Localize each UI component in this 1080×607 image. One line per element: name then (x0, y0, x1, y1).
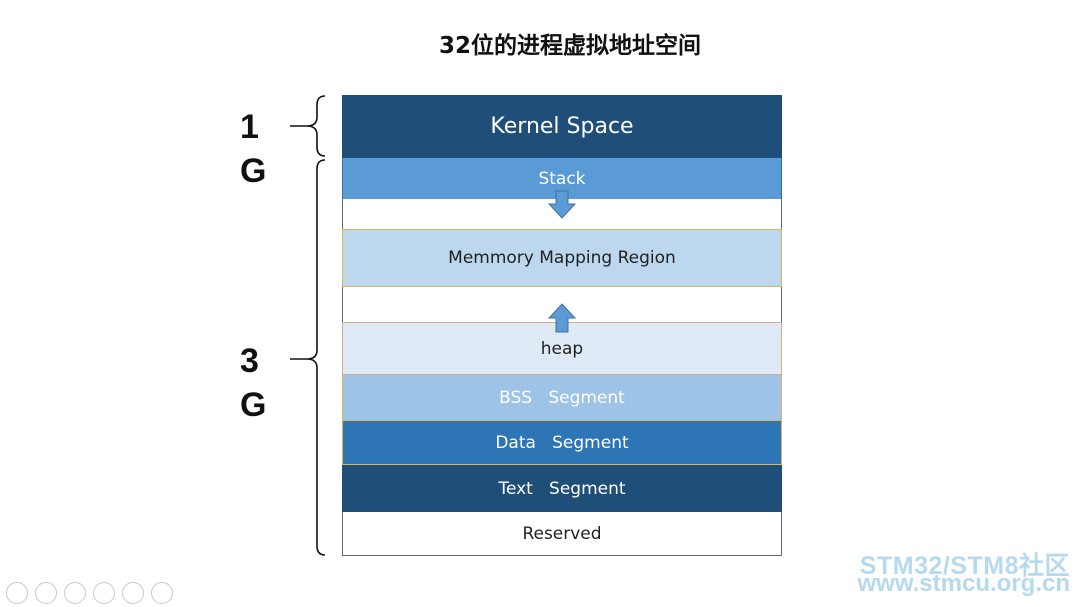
watermark-brand: STM32/STM8社区 (859, 552, 1070, 580)
pen-tool-icon[interactable] (64, 582, 86, 604)
watermark-url: www.stmcu.org.cn (857, 570, 1070, 597)
zoom-icon[interactable] (122, 582, 144, 604)
more-options-icon[interactable] (151, 582, 173, 604)
slide-title: 32位的进程虚拟地址空间 (438, 33, 701, 59)
size-label-g-bottom: G (240, 386, 267, 424)
reserved-region: Reserved (342, 512, 782, 556)
arrow-down-icon (548, 190, 576, 219)
brace-1g (290, 95, 326, 157)
size-label-1: 1 (240, 108, 259, 146)
arrow-up-icon (548, 303, 576, 333)
brace-3g (290, 159, 326, 556)
brace-lines (290, 95, 326, 556)
slide-controls (6, 582, 173, 604)
data-segment: Data Segment (342, 420, 782, 465)
kernel-space: Kernel Space (342, 95, 782, 158)
bss-segment: BSS Segment (342, 375, 782, 420)
next-slide-icon[interactable] (35, 582, 57, 604)
previous-slide-icon[interactable] (6, 582, 28, 604)
memory-mapping-region: Memmory Mapping Region (342, 229, 782, 287)
text-segment: Text Segment (342, 465, 782, 512)
slides-grid-icon[interactable] (93, 582, 115, 604)
size-label-g-top: G (240, 152, 267, 190)
size-label-3: 3 (240, 342, 259, 380)
